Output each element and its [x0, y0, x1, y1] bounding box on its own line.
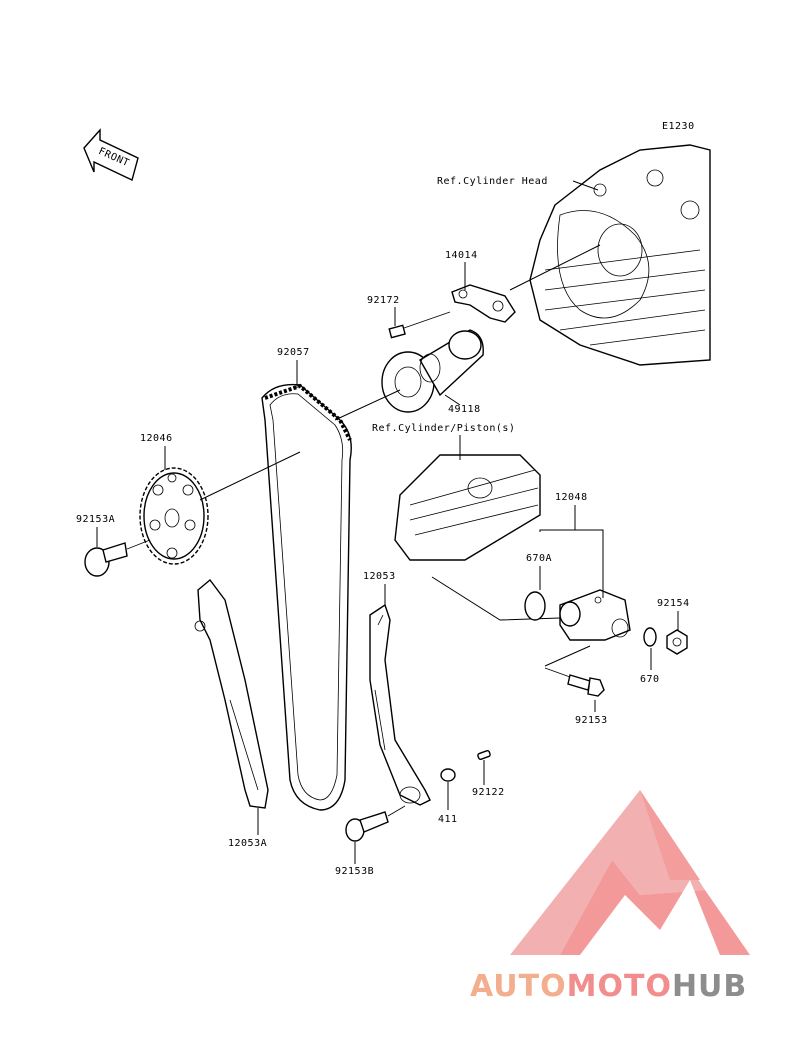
chain-guide-12053: [369, 603, 431, 806]
washer-411: [440, 768, 456, 782]
sprocket-12046: [139, 467, 209, 565]
ref-cylinder-piston-label: Ref.Cylinder/Piston(s): [372, 423, 515, 434]
label-14014: 14014: [445, 250, 478, 261]
bolt-92172: [388, 311, 451, 339]
cylinder-block: [394, 454, 541, 561]
gasket-14014: [451, 284, 516, 323]
o-ring-670: [643, 627, 657, 647]
label-92154: 92154: [657, 598, 690, 609]
tensioner-12048: [559, 589, 631, 641]
label-92172: 92172: [367, 295, 400, 306]
camshaft-49118: [381, 329, 484, 413]
label-92153B: 92153B: [335, 866, 374, 877]
automotohub-watermark: AUTOMOTOHUB: [470, 790, 750, 1004]
ref-cylinder-head-label: Ref.Cylinder Head: [437, 176, 548, 187]
bolt-92153: [544, 667, 605, 697]
label-12046: 12046: [140, 433, 173, 444]
label-12048: 12048: [555, 492, 588, 503]
label-92153A: 92153A: [76, 514, 115, 525]
nut-92154: [666, 629, 688, 655]
label-49118: 49118: [448, 404, 481, 415]
brand-logo-text: AUTOMOTOHUB: [470, 969, 747, 1004]
diagram-code: E1230: [662, 121, 695, 132]
label-670A: 670A: [526, 553, 552, 564]
label-411: 411: [438, 814, 458, 825]
label-92057: 92057: [277, 347, 310, 358]
o-ring-670A: [524, 591, 546, 621]
label-12053: 12053: [363, 571, 396, 582]
front-arrow-icon: FRONT: [83, 128, 139, 181]
label-92122: 92122: [472, 787, 505, 798]
cylinder-head: [529, 144, 711, 366]
label-12053A: 12053A: [228, 838, 267, 849]
label-92153: 92153: [575, 715, 608, 726]
cam-chain-92057: [261, 383, 352, 811]
pin-92122: [477, 749, 491, 761]
bolt-92153A: [84, 539, 151, 577]
chain-guide-12053A: [194, 578, 269, 809]
bolt-92153B: [345, 805, 406, 842]
label-670: 670: [640, 674, 660, 685]
